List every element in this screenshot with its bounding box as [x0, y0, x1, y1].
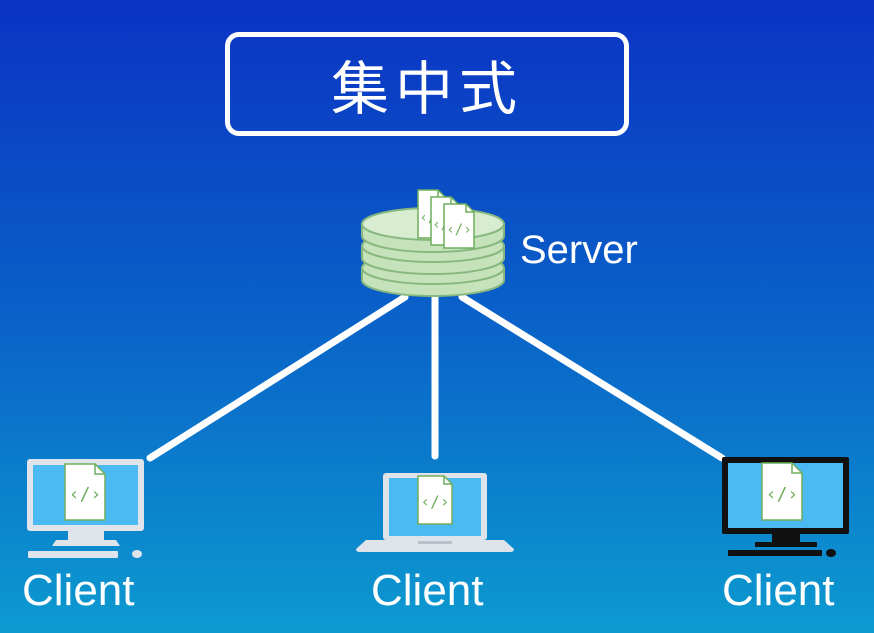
svg-text:‹/›: ‹/›: [446, 222, 471, 238]
black-monitor-icon: ‹/›: [722, 457, 849, 557]
server-files-icon: ‹/› ‹/› ‹/›: [417, 189, 475, 249]
code-file-icon: ‹/›: [443, 203, 475, 249]
code-file-icon: ‹/›: [761, 462, 803, 521]
diagram-title: 集中式: [330, 55, 523, 123]
title-box: 集中式: [225, 32, 629, 136]
server-label: Server: [520, 228, 638, 272]
client-label-left: Client: [22, 566, 135, 615]
code-file-icon: ‹/›: [417, 475, 453, 525]
svg-text:‹/›: ‹/›: [69, 484, 102, 505]
link-server-client-left: [146, 293, 409, 462]
connection-lines: [146, 293, 726, 462]
client-label-right: Client: [722, 566, 835, 615]
desktop-monitor-icon: ‹/›: [27, 459, 144, 558]
link-server-client-right: [458, 293, 726, 462]
laptop-icon: ‹/›: [356, 473, 514, 552]
client-label-middle: Client: [371, 566, 484, 615]
code-file-icon: ‹/›: [64, 463, 106, 521]
svg-text:‹/›: ‹/›: [421, 492, 450, 511]
svg-text:‹/›: ‹/›: [766, 484, 799, 505]
